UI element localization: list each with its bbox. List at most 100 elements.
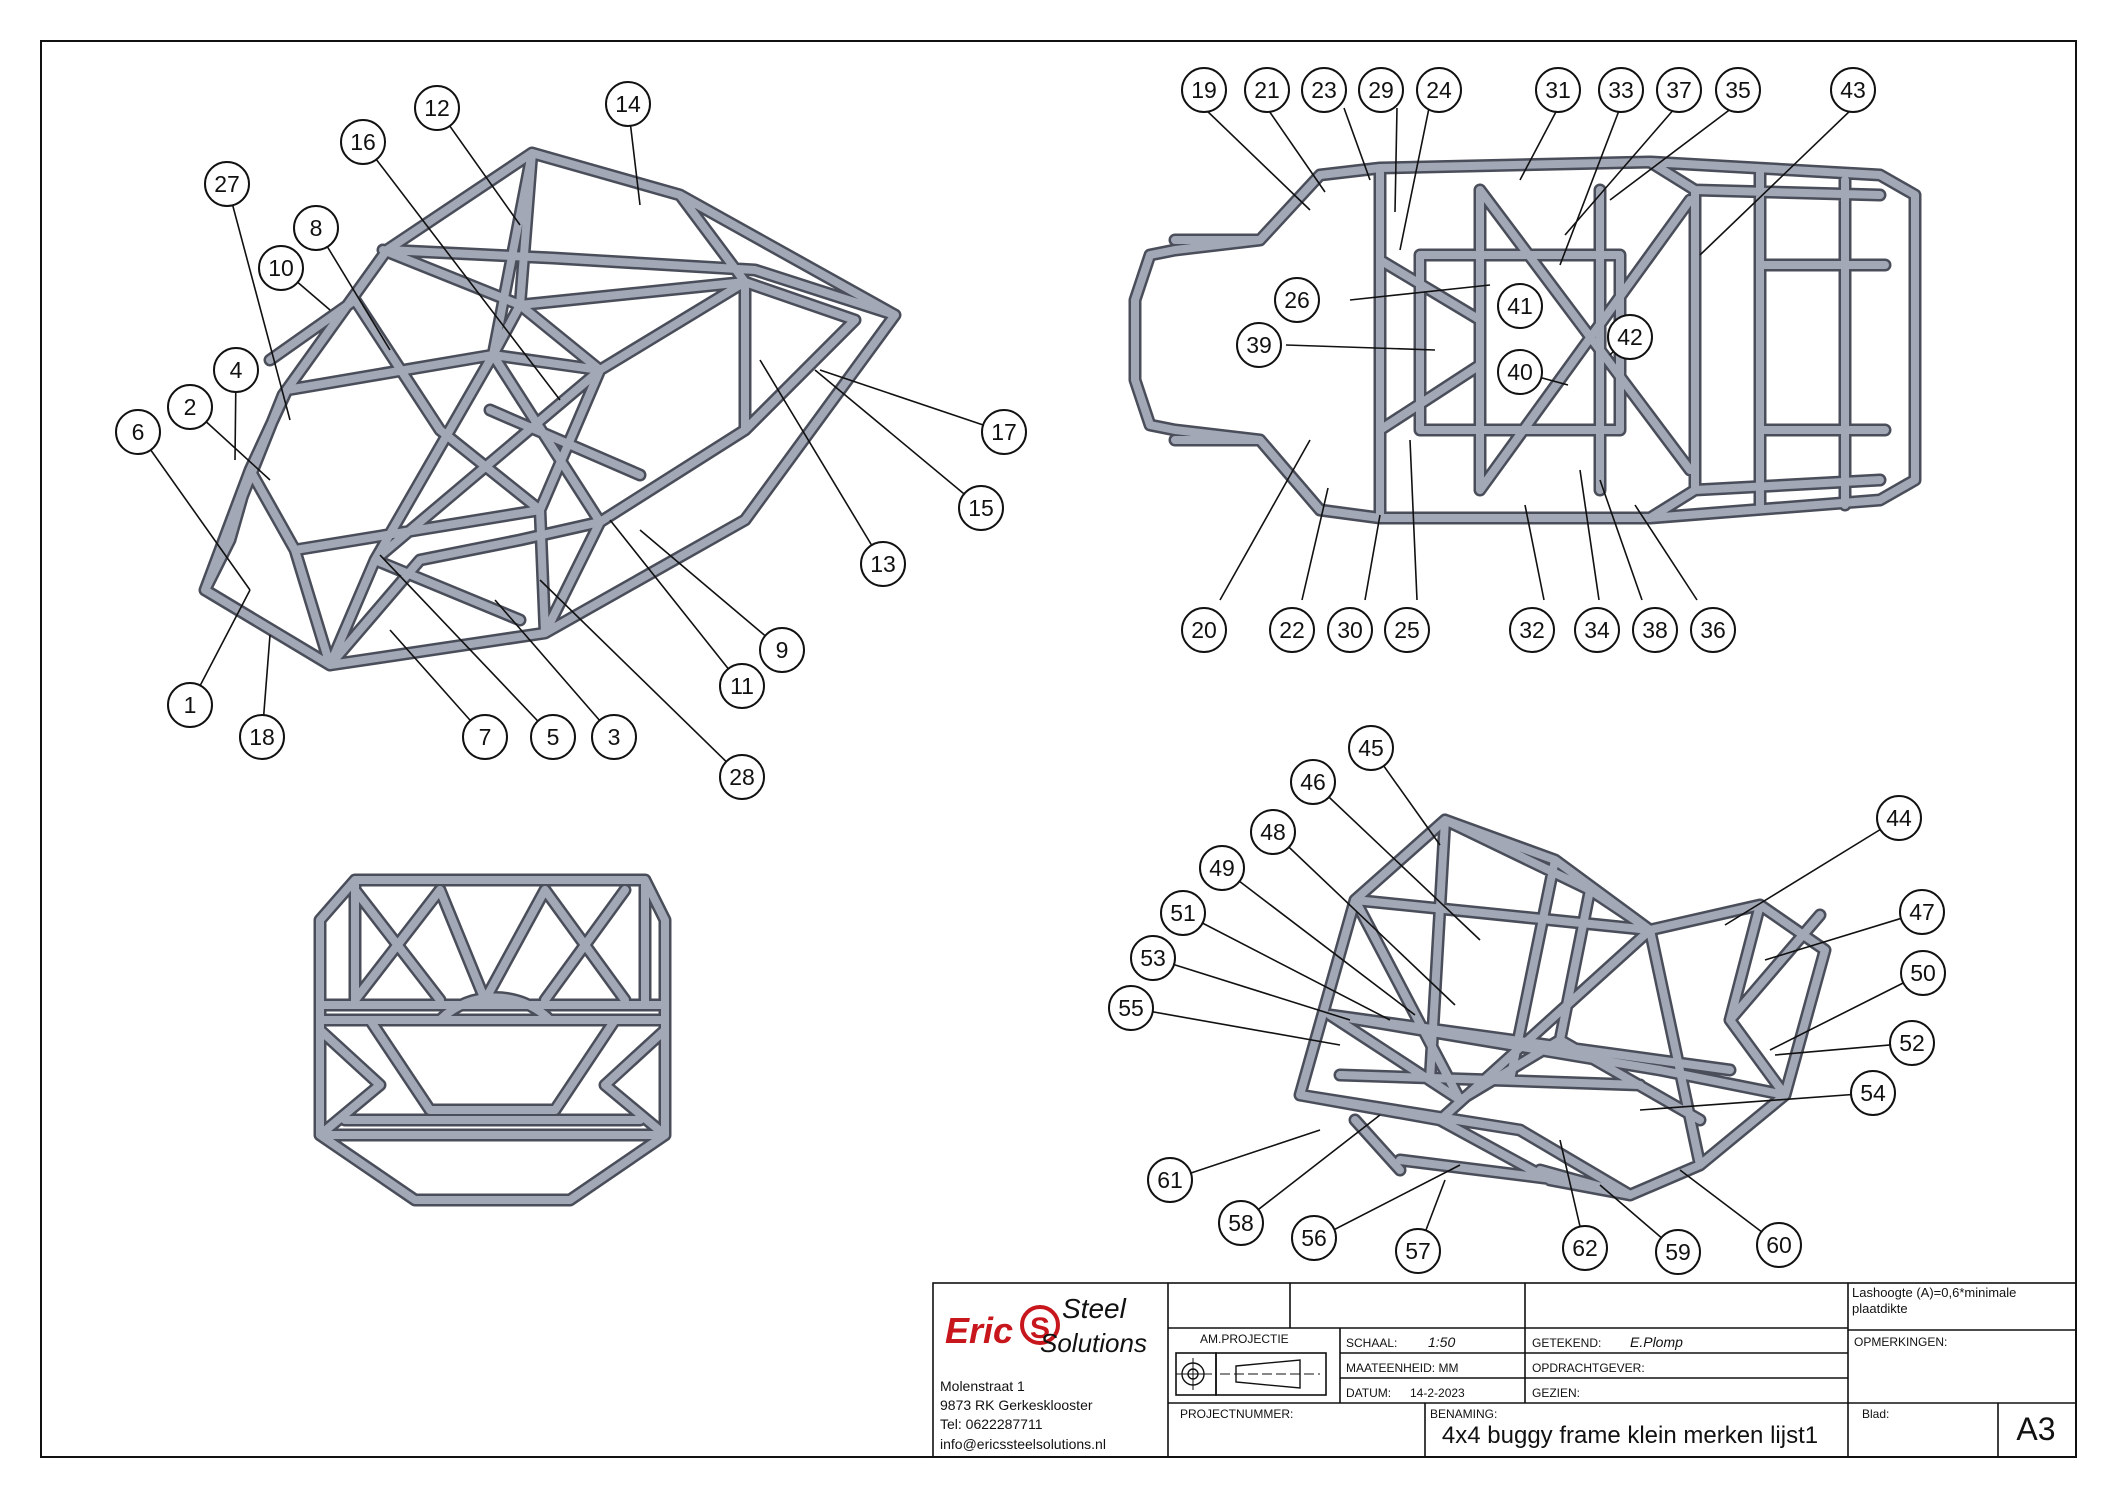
- balloon-48: 48: [1250, 809, 1296, 855]
- balloon-22: 22: [1269, 607, 1315, 653]
- svg-text:31: 31: [1545, 77, 1571, 103]
- svg-text:46: 46: [1300, 769, 1326, 795]
- svg-text:Eric: Eric: [945, 1310, 1013, 1351]
- balloon-23: 23: [1301, 67, 1347, 113]
- balloon-35: 35: [1715, 67, 1761, 113]
- balloon-9: 9: [759, 627, 805, 673]
- balloon-42: 42: [1607, 314, 1653, 360]
- svg-text:Steel: Steel: [1062, 1293, 1127, 1324]
- svg-text:22: 22: [1279, 617, 1305, 643]
- balloon-56: 56: [1291, 1215, 1337, 1261]
- svg-text:62: 62: [1572, 1235, 1598, 1261]
- svg-text:10: 10: [268, 255, 294, 281]
- svg-text:19: 19: [1191, 77, 1217, 103]
- svg-text:52: 52: [1899, 1030, 1925, 1056]
- project-number-label: PROJECTNUMMER:: [1180, 1407, 1293, 1421]
- drawn-value: E.Plomp: [1630, 1334, 1683, 1350]
- balloon-46: 46: [1290, 759, 1336, 805]
- svg-text:S: S: [1030, 1312, 1050, 1345]
- svg-text:47: 47: [1909, 899, 1935, 925]
- balloon-45: 45: [1348, 725, 1394, 771]
- svg-text:32: 32: [1519, 617, 1545, 643]
- svg-text:39: 39: [1246, 332, 1272, 358]
- svg-text:7: 7: [479, 724, 492, 750]
- svg-text:40: 40: [1507, 359, 1533, 385]
- iso-right-leaders: [1130, 747, 1924, 1253]
- svg-text:18: 18: [249, 724, 275, 750]
- svg-text:56: 56: [1301, 1225, 1327, 1251]
- svg-text:23: 23: [1311, 77, 1337, 103]
- balloon-14: 14: [605, 81, 651, 127]
- svg-text:6: 6: [132, 419, 145, 445]
- balloon-3: 3: [591, 714, 637, 760]
- balloon-16: 16: [340, 119, 386, 165]
- svg-text:21: 21: [1254, 77, 1280, 103]
- svg-text:14: 14: [615, 91, 641, 117]
- balloon-53: 53: [1130, 935, 1176, 981]
- iso-view-left: [137, 103, 1005, 778]
- front-view-tubes: [313, 873, 672, 1207]
- client-label: OPDRACHTGEVER:: [1532, 1361, 1645, 1375]
- svg-text:25: 25: [1394, 617, 1420, 643]
- balloon-7: 7: [462, 714, 508, 760]
- svg-text:12: 12: [424, 95, 450, 121]
- date-value: 14-2-2023: [1410, 1386, 1465, 1400]
- svg-text:54: 54: [1860, 1080, 1886, 1106]
- svg-text:53: 53: [1140, 945, 1166, 971]
- balloon-58: 58: [1218, 1200, 1264, 1246]
- iso-view-right: [1130, 747, 1924, 1253]
- balloon-10: 10: [258, 245, 304, 291]
- balloon-1: 1: [167, 682, 213, 728]
- date-label: DATUM:: [1346, 1386, 1391, 1400]
- balloon-44: 44: [1876, 795, 1922, 841]
- svg-text:42: 42: [1617, 324, 1643, 350]
- balloon-5: 5: [530, 714, 576, 760]
- balloon-50: 50: [1900, 950, 1946, 996]
- balloon-27: 27: [204, 161, 250, 207]
- svg-text:26: 26: [1284, 287, 1310, 313]
- svg-text:17: 17: [991, 419, 1017, 445]
- projection-symbol-icon: [1175, 1352, 1327, 1396]
- checked-label: GEZIEN:: [1532, 1386, 1580, 1400]
- projection-label: AM.PROJECTIE: [1200, 1332, 1289, 1346]
- balloon-26: 26: [1274, 277, 1320, 323]
- balloon-18: 18: [239, 714, 285, 760]
- svg-text:55: 55: [1118, 995, 1144, 1021]
- units-label: MAATEENHEID: MM: [1346, 1361, 1458, 1375]
- top-view-tubes: [1128, 155, 1922, 525]
- svg-text:50: 50: [1910, 960, 1936, 986]
- balloon-30: 30: [1327, 607, 1373, 653]
- balloon-38: 38: [1632, 607, 1678, 653]
- tube-core: [316, 876, 669, 1204]
- tube-outline: [313, 873, 672, 1207]
- balloon-13: 13: [860, 541, 906, 587]
- balloon-31: 31: [1535, 67, 1581, 113]
- address-line-2: 9873 RK Gerkesklooster: [940, 1397, 1093, 1413]
- company-logo: Eric S Steel Solutions: [945, 1293, 1147, 1358]
- svg-text:59: 59: [1665, 1239, 1691, 1265]
- balloon-28: 28: [719, 754, 765, 800]
- balloon-labels: 1 2 3 4 5 6 7 8 9 10 11 12 13 14 15 16 1…: [115, 67, 1946, 1275]
- balloon-2: 2: [167, 384, 213, 430]
- balloon-37: 37: [1656, 67, 1702, 113]
- balloon-25: 25: [1384, 607, 1430, 653]
- svg-text:5: 5: [547, 724, 560, 750]
- svg-text:13: 13: [870, 551, 896, 577]
- balloon-47: 47: [1899, 889, 1945, 935]
- svg-text:38: 38: [1642, 617, 1668, 643]
- balloon-12: 12: [414, 85, 460, 131]
- top-view: [1128, 107, 1922, 601]
- drawing-title: 4x4 buggy frame klein merken lijst1: [1442, 1422, 1818, 1449]
- address-line-1: Molenstraat 1: [940, 1378, 1025, 1394]
- sheet-label: Blad:: [1862, 1407, 1889, 1421]
- svg-text:29: 29: [1368, 77, 1394, 103]
- tube-core: [1296, 816, 1829, 1199]
- balloon-60: 60: [1756, 1222, 1802, 1268]
- balloon-8: 8: [293, 205, 339, 251]
- svg-text:2: 2: [184, 394, 197, 420]
- balloon-24: 24: [1416, 67, 1462, 113]
- iso-right-tubes: [1293, 813, 1832, 1202]
- svg-text:30: 30: [1337, 617, 1363, 643]
- svg-text:36: 36: [1700, 617, 1726, 643]
- balloon-20: 20: [1181, 607, 1227, 653]
